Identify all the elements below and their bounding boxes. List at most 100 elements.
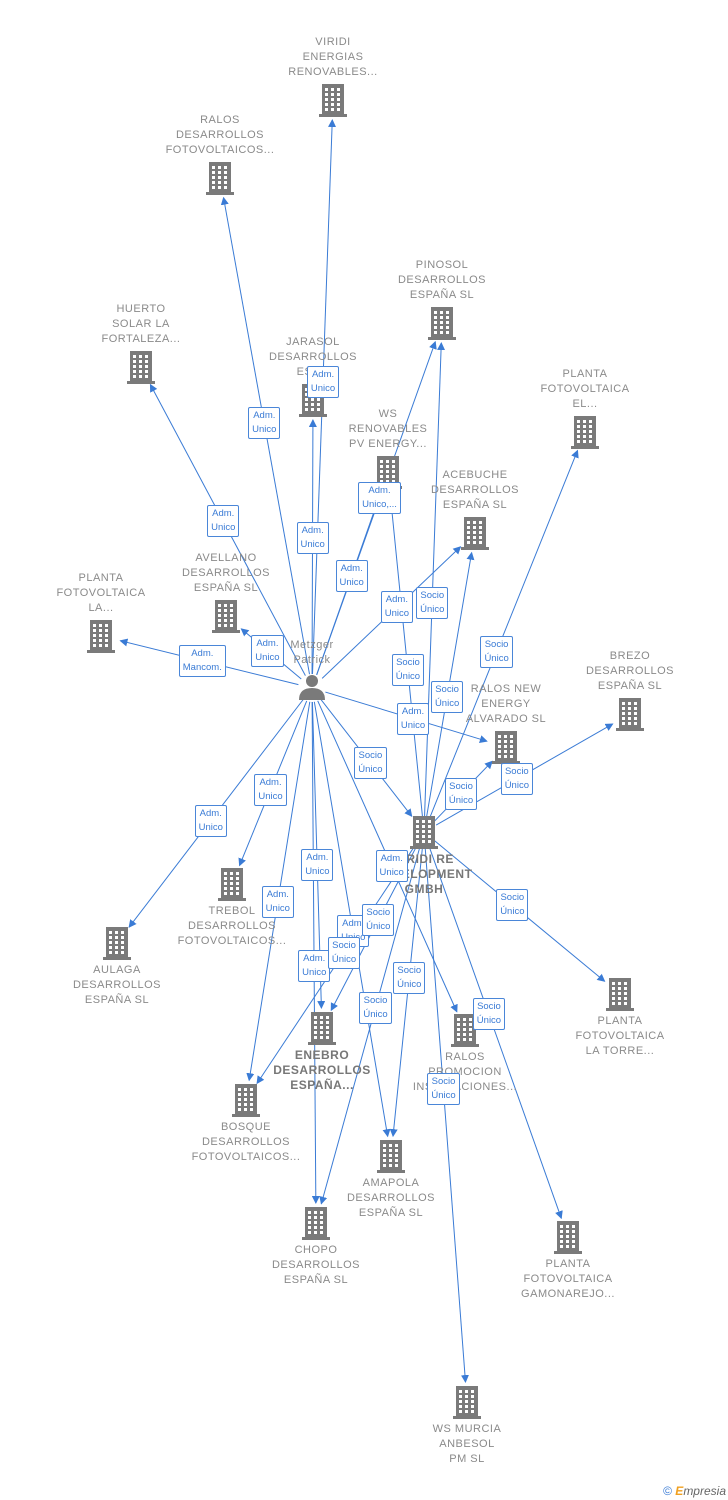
edge-viridi_re-planta_el (428, 449, 579, 820)
relationship-label[interactable]: Adm.Unico (375, 849, 408, 882)
edge-viridi_re-planta_gam (428, 845, 563, 1220)
node-label-line: FOTOVOLTAICA (540, 383, 630, 395)
building-icon-acebuche[interactable] (461, 517, 489, 550)
building-icon-planta_torre[interactable] (606, 978, 634, 1011)
node-label-line: RENOVABLES... (288, 66, 378, 78)
building-icon-avellano[interactable] (212, 600, 240, 633)
node-label-line: PLANTA (562, 368, 608, 380)
building-icon-huerto[interactable] (127, 351, 155, 384)
building-icon-ralos_prom[interactable] (451, 1014, 479, 1047)
node-label-line: ESPAÑA SL (358, 1207, 424, 1219)
relationship-label[interactable]: Adm.Unico (396, 702, 430, 735)
node-label-line: BOSQUE (220, 1121, 272, 1133)
building-icon-planta_el[interactable] (571, 416, 599, 449)
node-label-jarasol[interactable]: JARASOLDESARROLLOSESP... (238, 335, 388, 380)
node-label-line: DESARROLLOS (201, 1136, 291, 1148)
relationship-label[interactable]: Adm.Unico (335, 559, 368, 592)
person-icon-metzger[interactable] (299, 675, 325, 700)
building-icon-ralos_fv[interactable] (206, 162, 234, 195)
node-label-line: PLANTA (78, 572, 124, 584)
node-label-line: RENOVABLES (348, 423, 428, 435)
edge-viridi_re-ws_murcia (424, 845, 469, 1384)
empresia-logo: Empresia (675, 1484, 726, 1498)
relationship-label[interactable]: Adm.Mancom. (178, 644, 226, 677)
node-label-line: DESARROLLOS (268, 351, 358, 363)
node-label-line: RALOS (445, 1051, 485, 1063)
footer-brand: © Empresia (663, 1484, 726, 1498)
node-label-line: FOTOVOLTAICOS... (177, 935, 287, 947)
relationship-label[interactable]: Adm.Unico (207, 505, 240, 538)
icons-layer (87, 84, 644, 1419)
building-icon-ws_murcia[interactable] (453, 1386, 481, 1419)
relationship-label[interactable]: Adm.Unico (298, 950, 331, 983)
building-icon-bosque[interactable] (232, 1084, 260, 1117)
building-icon-trebol[interactable] (218, 868, 246, 901)
relationship-label[interactable]: Adm.Unico (380, 591, 414, 624)
edge-viridi_re-pinosol (423, 341, 446, 819)
building-icon-enebro[interactable] (308, 1012, 336, 1045)
relationship-label[interactable]: Adm.Unico (194, 804, 227, 837)
relationship-label[interactable]: Adm.Unico (301, 848, 334, 881)
relationship-label[interactable]: Adm.Unico (254, 773, 287, 806)
node-label-line: FOTOVOLTAICA (575, 1030, 665, 1042)
relationship-label[interactable]: Adm.Unico (251, 634, 284, 667)
relationship-label[interactable]: Adm.Unico,... (358, 482, 401, 515)
node-label-line: RALOS (200, 114, 240, 126)
node-label-line: ESPAÑA SL (597, 680, 663, 692)
relationship-label[interactable]: Adm.Unico (306, 366, 340, 399)
node-label-line: Patrick (293, 654, 331, 666)
building-icon-viridi_re[interactable] (410, 816, 438, 849)
building-icon-amapola[interactable] (377, 1140, 405, 1173)
relationship-label[interactable]: Adm.Unico (296, 522, 329, 555)
building-icon-planta_la[interactable] (87, 620, 115, 653)
relationship-label[interactable]: Adm.Unico (261, 886, 294, 919)
node-label-line: DESARROLLOS (72, 979, 162, 991)
building-icon-brezo[interactable] (616, 698, 644, 731)
building-icon-planta_gam[interactable] (554, 1221, 582, 1254)
building-icon-viridi_ren[interactable] (319, 84, 347, 117)
building-icon-pinosol[interactable] (428, 307, 456, 340)
building-icon-ralos_new[interactable] (492, 731, 520, 764)
building-icon-chopo[interactable] (302, 1207, 330, 1240)
relationship-label[interactable]: Adm.Unico (248, 406, 281, 439)
building-icon-aulaga[interactable] (103, 927, 131, 960)
node-label-line: RALOS NEW (470, 683, 542, 695)
